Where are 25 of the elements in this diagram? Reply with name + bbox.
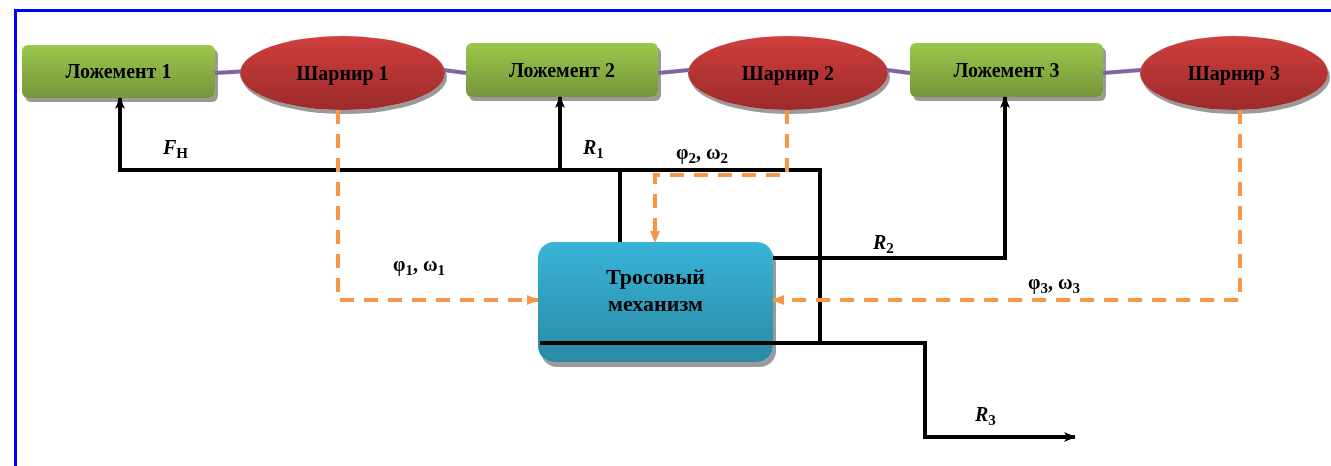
link-line [657, 68, 690, 75]
edge-label: φ$_{2}$, ω$_{2}$ [676, 142, 729, 162]
dashed-arrow [772, 109, 1242, 305]
link-line [886, 68, 911, 75]
edge-label: R$_{2}$ [873, 232, 894, 252]
link-line [214, 69, 242, 75]
node-label: Шарнир 1 [296, 60, 389, 86]
edge-label: F$_{Н}$ [163, 137, 188, 157]
node-label: Шарнир 3 [1187, 60, 1281, 86]
link-line [443, 68, 467, 75]
edge-label: φ$_{1}$, ω$_{1}$ [393, 254, 446, 274]
edge-label: R$_{1}$ [583, 137, 604, 157]
node-label: Ложемент 1 [65, 59, 172, 84]
node-label: Ложемент 3 [953, 57, 1060, 83]
node-label: Шарнир 2 [741, 60, 835, 86]
link-line [1102, 68, 1142, 75]
node-label: Ложемент 2 [509, 57, 615, 83]
arrow [773, 96, 1010, 260]
node-label: Тросовый механизм [605, 262, 706, 318]
arrow [773, 341, 1076, 442]
edge-label: φ$_{3}$, ω$_{3}$ [1028, 272, 1081, 292]
dashed-arrow [336, 109, 539, 305]
arrow [555, 96, 622, 242]
dashed-arrow [650, 110, 789, 243]
edge-label: R$_{3}$ [975, 404, 996, 424]
